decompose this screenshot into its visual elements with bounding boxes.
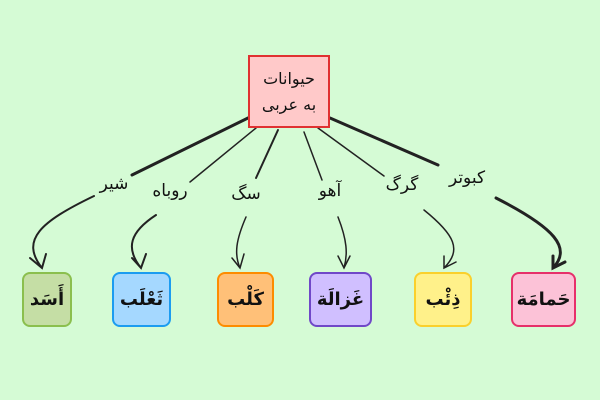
node-hamama-text: حَمامَة [516,289,571,310]
label-rubah: روباه [152,181,188,201]
arrow-hamama [494,196,567,271]
arrow-ghazala [337,216,351,270]
node-hamama: حَمامَة [511,272,576,327]
arrow-thalab [131,214,157,270]
root-title-line2: به عربی [261,94,317,114]
line-root-ahu [303,131,323,181]
node-thalab: ثَعْلَب [112,272,171,327]
label-kabutar: کبوتر [448,168,486,188]
node-asad-text: أَسَد [29,289,65,310]
arrow-asad [29,195,95,270]
line-root-sag [255,129,279,179]
label-gorg: گرگ [385,175,419,195]
line-root-gorg [317,127,385,177]
label-shir: شیر [99,174,129,194]
node-dhib-text: ذِئْب [425,289,461,310]
line-root-shir [130,116,250,177]
label-ahu: آهو [318,181,342,201]
line-root-kabutar [328,116,440,167]
node-ghazala-text: غَزالَة [316,289,365,310]
root-node: حیوانات به عربی [248,55,330,128]
arrow-kalb [231,216,247,270]
node-thalab-text: ثَعْلَب [119,289,164,310]
node-kalb-text: كَلْب [227,289,264,310]
root-title-line1: حیوانات [263,68,315,88]
label-sag: سگ [231,184,261,204]
arrow-dhib [423,209,457,270]
line-root-rubah [189,127,257,183]
node-dhib: ذِئْب [414,272,472,327]
node-kalb: كَلْب [217,272,274,327]
node-ghazala: غَزالَة [309,272,372,327]
node-asad: أَسَد [22,272,72,327]
